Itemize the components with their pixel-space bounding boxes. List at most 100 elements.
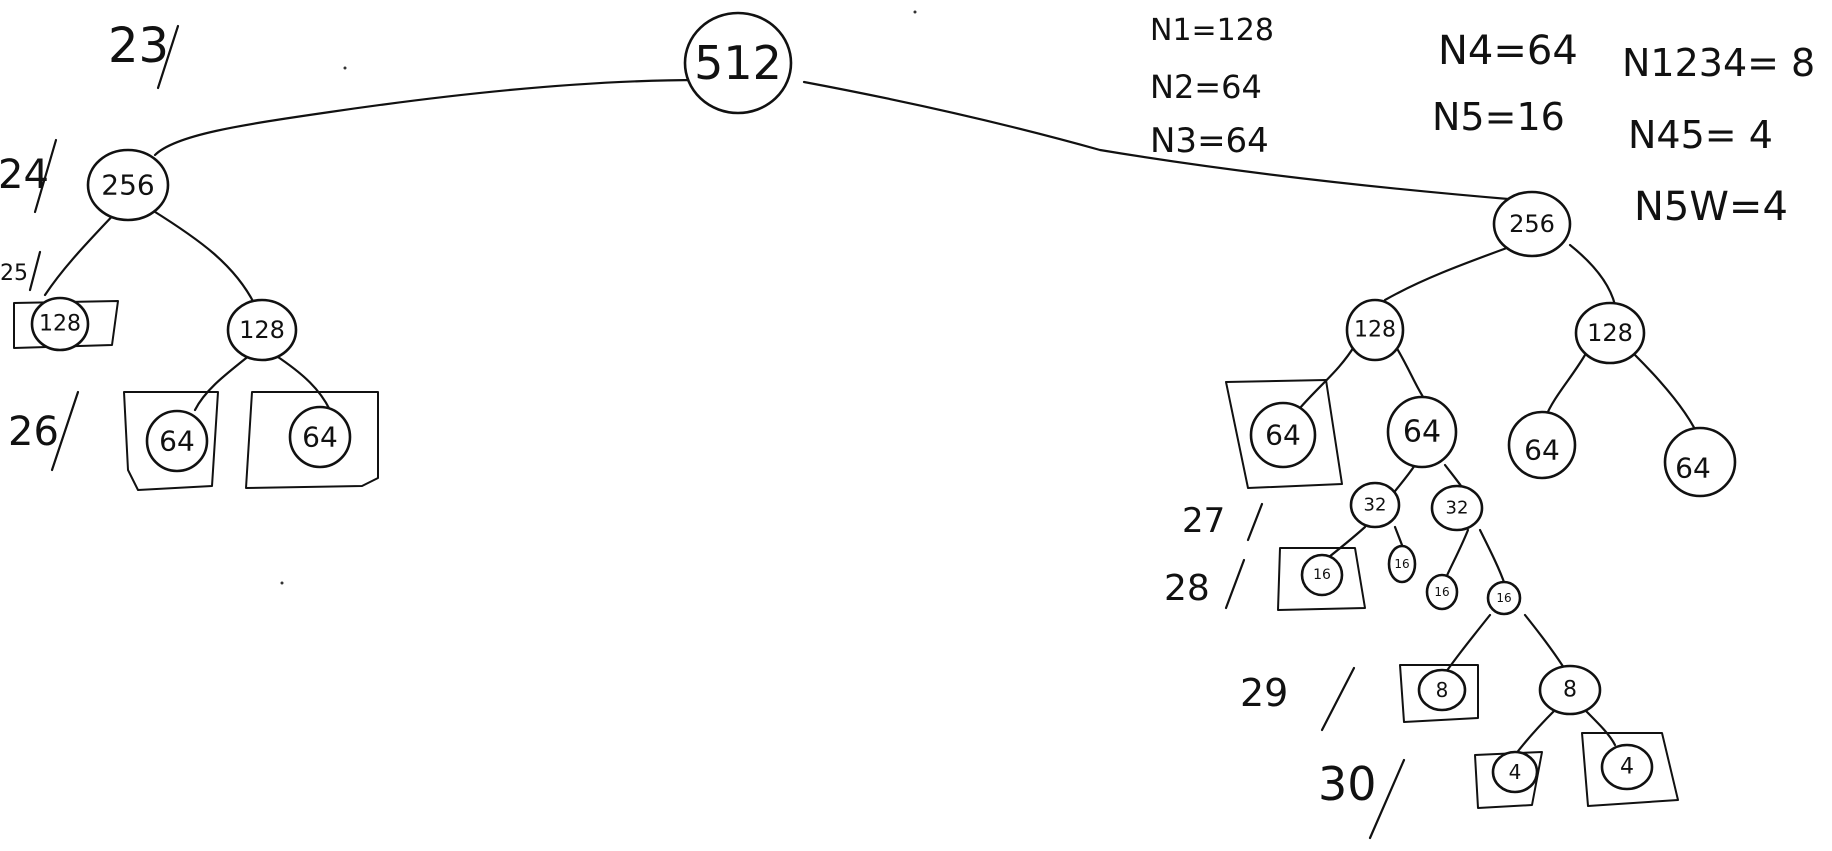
note-n4: N4=64 bbox=[1438, 28, 1578, 74]
node-label: 128 bbox=[39, 312, 81, 337]
edge-8b-4b bbox=[1583, 708, 1617, 747]
box-right-8a bbox=[1399, 664, 1479, 723]
level-marks: 23 24 25 26 27 28 29 30 bbox=[0, 18, 1406, 840]
edge-128a-64b bbox=[1393, 343, 1427, 402]
edge-128b-64b bbox=[273, 353, 332, 412]
edge-root-left bbox=[153, 78, 702, 157]
node-left-64a: 64 bbox=[145, 409, 209, 473]
node-left-128a: 128 bbox=[30, 296, 90, 352]
node-label: 128 bbox=[1354, 318, 1396, 343]
node-label: 16 bbox=[1313, 567, 1331, 583]
edge-32b-16d bbox=[1478, 528, 1507, 587]
edge-256r-128a bbox=[1383, 243, 1517, 302]
node-root: 512 bbox=[683, 11, 793, 115]
box-right-16a bbox=[1277, 547, 1366, 611]
node-right-16a: 16 bbox=[1300, 553, 1344, 597]
edge-256r-128b bbox=[1568, 243, 1617, 307]
node-left-64b: 64 bbox=[288, 405, 352, 469]
note-n5: N5=16 bbox=[1432, 95, 1565, 139]
level-slash bbox=[156, 24, 180, 90]
node-label: 64 bbox=[1524, 434, 1560, 467]
edge-128a-64a bbox=[1298, 343, 1357, 410]
edge-128b-64a bbox=[193, 353, 252, 412]
node-label: 128 bbox=[239, 316, 285, 344]
note-n45: N45= 4 bbox=[1628, 113, 1773, 157]
edge-256l-128b bbox=[150, 208, 257, 307]
node-right-4b: 4 bbox=[1600, 743, 1654, 791]
node-label: 64 bbox=[1403, 415, 1441, 450]
node-label: 256 bbox=[1509, 210, 1555, 238]
node-label: 512 bbox=[694, 36, 782, 90]
node-right-32b: 32 bbox=[1430, 484, 1484, 532]
node-right-64d: 64 bbox=[1663, 426, 1737, 498]
node-label: 256 bbox=[101, 169, 154, 202]
node-label: 16 bbox=[1496, 591, 1511, 605]
box-left-128a bbox=[13, 300, 119, 349]
box-left-64b bbox=[245, 391, 379, 489]
node-l1-right: 256 bbox=[1492, 190, 1572, 258]
level-mark-27: 27 bbox=[1182, 501, 1225, 541]
level-mark-30: 30 bbox=[1318, 757, 1377, 811]
node-label: 16 bbox=[1394, 557, 1409, 571]
node-right-64c: 64 bbox=[1507, 410, 1577, 480]
stray-dot bbox=[913, 10, 917, 14]
level-slash bbox=[1368, 758, 1406, 840]
node-label: 8 bbox=[1436, 678, 1449, 702]
node-label: 64 bbox=[1675, 452, 1711, 485]
note-n1234: N1234= 8 bbox=[1622, 41, 1815, 85]
node-right-8b: 8 bbox=[1538, 664, 1602, 716]
edge-32b-16c bbox=[1443, 528, 1470, 582]
node-label: 64 bbox=[1265, 419, 1301, 452]
level-mark-23: 23 bbox=[108, 18, 169, 74]
node-right-16b: 16 bbox=[1387, 544, 1417, 584]
node-label: 16 bbox=[1434, 585, 1449, 599]
edge-256l-128a bbox=[43, 208, 120, 297]
node-right-4a: 4 bbox=[1491, 750, 1539, 794]
note-n3: N3=64 bbox=[1150, 121, 1269, 161]
stray-dot bbox=[343, 66, 347, 70]
node-label: 64 bbox=[159, 425, 195, 458]
note-n2: N2=64 bbox=[1150, 68, 1262, 106]
node-right-8a: 8 bbox=[1417, 668, 1467, 712]
level-mark-25: 25 bbox=[0, 261, 28, 286]
level-mark-26: 26 bbox=[8, 409, 59, 455]
node-label: 128 bbox=[1587, 319, 1633, 347]
node-right-128a: 128 bbox=[1345, 298, 1405, 362]
node-right-64a: 64 bbox=[1249, 401, 1317, 469]
node-label: 8 bbox=[1563, 678, 1577, 703]
stray-dot bbox=[280, 581, 284, 585]
allocated-boxes bbox=[13, 300, 1679, 809]
level-mark-28: 28 bbox=[1164, 568, 1210, 609]
node-label: 32 bbox=[1364, 495, 1387, 516]
edge-root-right bbox=[802, 80, 1522, 202]
node-right-32a: 32 bbox=[1349, 481, 1401, 529]
note-n1: N1=128 bbox=[1150, 13, 1274, 48]
node-right-16d: 16 bbox=[1486, 580, 1522, 616]
node-l1-left: 256 bbox=[86, 148, 170, 222]
node-left-128b: 128 bbox=[226, 298, 298, 362]
edge-128b-64d bbox=[1633, 353, 1702, 442]
box-left-64a bbox=[123, 391, 219, 491]
level-slash bbox=[50, 390, 80, 472]
node-right-128b: 128 bbox=[1574, 301, 1646, 365]
level-slash bbox=[28, 250, 42, 292]
node-label: 32 bbox=[1446, 498, 1469, 519]
node-label: 4 bbox=[1509, 760, 1522, 784]
annotations: N1=128 N2=64 N3=64 N4=64 N5=16 N1234= 8 … bbox=[1150, 13, 1815, 230]
box-right-64a bbox=[1225, 379, 1343, 489]
edge-8b-4a bbox=[1513, 708, 1557, 757]
level-slash bbox=[1224, 558, 1246, 610]
node-label: 4 bbox=[1620, 755, 1634, 780]
box-right-4b bbox=[1581, 732, 1679, 807]
edge-128b-64c bbox=[1543, 353, 1587, 420]
node-right-64b: 64 bbox=[1386, 395, 1458, 469]
note-n5w: N5W=4 bbox=[1634, 184, 1788, 230]
level-slash bbox=[1320, 666, 1356, 732]
level-slash bbox=[33, 138, 58, 214]
level-mark-29: 29 bbox=[1240, 671, 1288, 715]
node-right-16c: 16 bbox=[1425, 573, 1459, 611]
node-label: 64 bbox=[302, 421, 338, 454]
tree-nodes: 512 256 256 128 128 64 64 128 bbox=[30, 11, 1737, 794]
level-slash bbox=[1246, 502, 1264, 542]
